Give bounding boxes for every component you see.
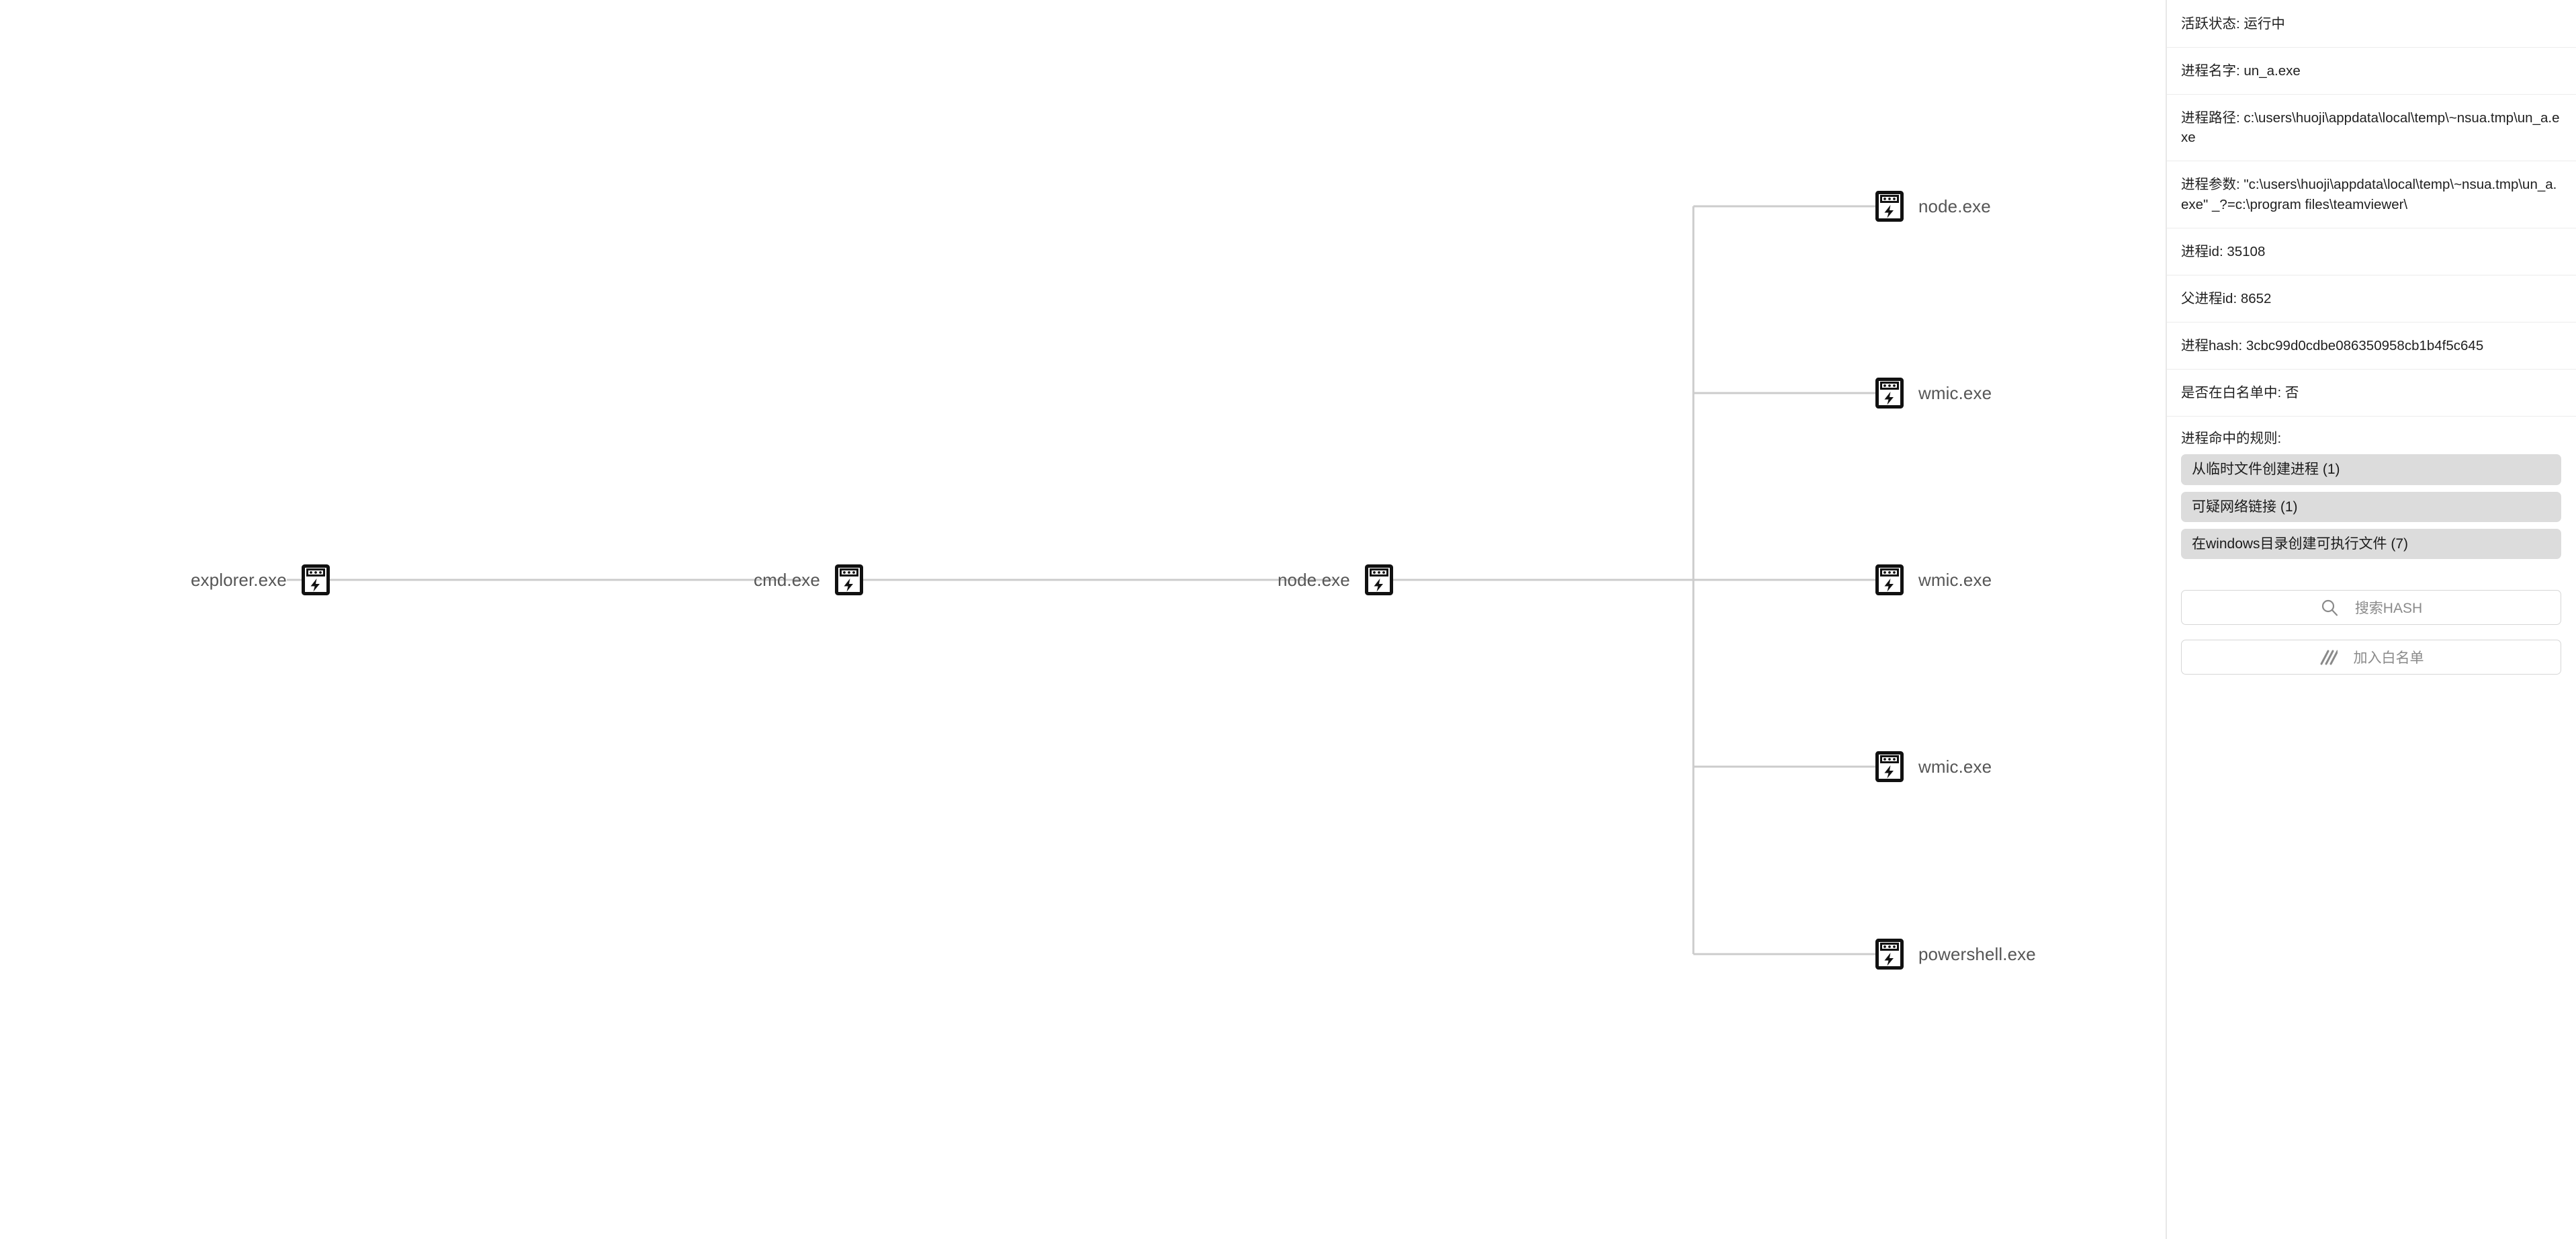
search-icon <box>2320 598 2339 617</box>
process-detail-list: 活跃状态: 运行中 进程名字: un_a.exe 进程路径: c:\users\… <box>2167 0 2576 675</box>
detail-row-process-hash: 进程hash: 3cbc99d0cdbe086350958cb1b4f5c645 <box>2167 323 2576 370</box>
process-node-wmic-3[interactable]: wmic.exe <box>1875 747 1992 786</box>
matched-rules-title: 进程命中的规则: <box>2181 431 2282 447</box>
detail-row-process-name: 进程名字: un_a.exe <box>2167 48 2576 95</box>
matched-rules-section: 进程命中的规则: 从临时文件创建进程 (1) 可疑网络链接 (1) 在windo… <box>2167 417 2576 575</box>
process-node-label: wmic.exe <box>1918 382 1992 403</box>
process-node-label: node.exe <box>1918 196 1991 216</box>
diagonal-stripes-icon <box>2319 648 2338 667</box>
detail-row-process-path: 进程路径: c:\users\huoji\appdata\local\temp\… <box>2167 95 2576 162</box>
rule-tag[interactable]: 在windows目录创建可执行文件 (7) <box>2181 528 2561 560</box>
process-node-label: node.exe <box>1278 569 1350 590</box>
detail-row-process-args: 进程参数: "c:\users\huoji\appdata\local\temp… <box>2167 161 2576 228</box>
process-node-wmic-1[interactable]: wmic.exe <box>1875 374 1992 413</box>
detail-row-parent-process-id: 父进程id: 8652 <box>2167 275 2576 323</box>
process-node-node-mid[interactable]: node.exe <box>1278 560 1393 599</box>
process-terminal-bolt-icon <box>1364 564 1393 595</box>
process-node-cmd[interactable]: cmd.exe <box>754 560 863 599</box>
process-node-label: cmd.exe <box>754 569 820 590</box>
process-node-label: explorer.exe <box>191 569 287 590</box>
process-node-wmic-2[interactable]: wmic.exe <box>1875 560 1992 599</box>
process-node-explorer[interactable]: explorer.exe <box>191 560 330 599</box>
process-terminal-bolt-icon <box>834 564 863 595</box>
detail-row-active-status: 活跃状态: 运行中 <box>2167 0 2576 48</box>
process-terminal-bolt-icon <box>301 564 330 595</box>
detail-row-in-whitelist: 是否在白名单中: 否 <box>2167 370 2576 417</box>
process-terminal-bolt-icon <box>1875 939 1904 970</box>
process-node-powershell[interactable]: powershell.exe <box>1875 935 2036 974</box>
process-tree-canvas[interactable]: explorer.exe cmd.exe <box>0 0 2166 1239</box>
process-terminal-bolt-icon <box>1875 564 1904 595</box>
process-node-label: wmic.exe <box>1918 569 1992 590</box>
add-to-whitelist-label: 加入白名单 <box>2353 650 2424 667</box>
detail-row-process-id: 进程id: 35108 <box>2167 228 2576 275</box>
process-terminal-bolt-icon <box>1875 191 1904 222</box>
process-terminal-bolt-icon <box>1875 751 1904 782</box>
process-terminal-bolt-icon <box>1875 378 1904 409</box>
process-node-label: powershell.exe <box>1918 943 2036 964</box>
process-node-label: wmic.exe <box>1918 756 1992 777</box>
add-to-whitelist-button[interactable]: 加入白名单 <box>2181 640 2561 675</box>
rule-tag[interactable]: 可疑网络链接 (1) <box>2181 491 2561 522</box>
search-hash-label: 搜索HASH <box>2354 601 2423 617</box>
process-node-node-leaf[interactable]: node.exe <box>1875 187 1991 226</box>
tree-connector-lines <box>287 205 1875 955</box>
process-detail-panel: 活跃状态: 运行中 进程名字: un_a.exe 进程路径: c:\users\… <box>2166 0 2576 1239</box>
rule-tag[interactable]: 从临时文件创建进程 (1) <box>2181 454 2561 485</box>
search-hash-button[interactable]: 搜索HASH <box>2181 590 2561 626</box>
